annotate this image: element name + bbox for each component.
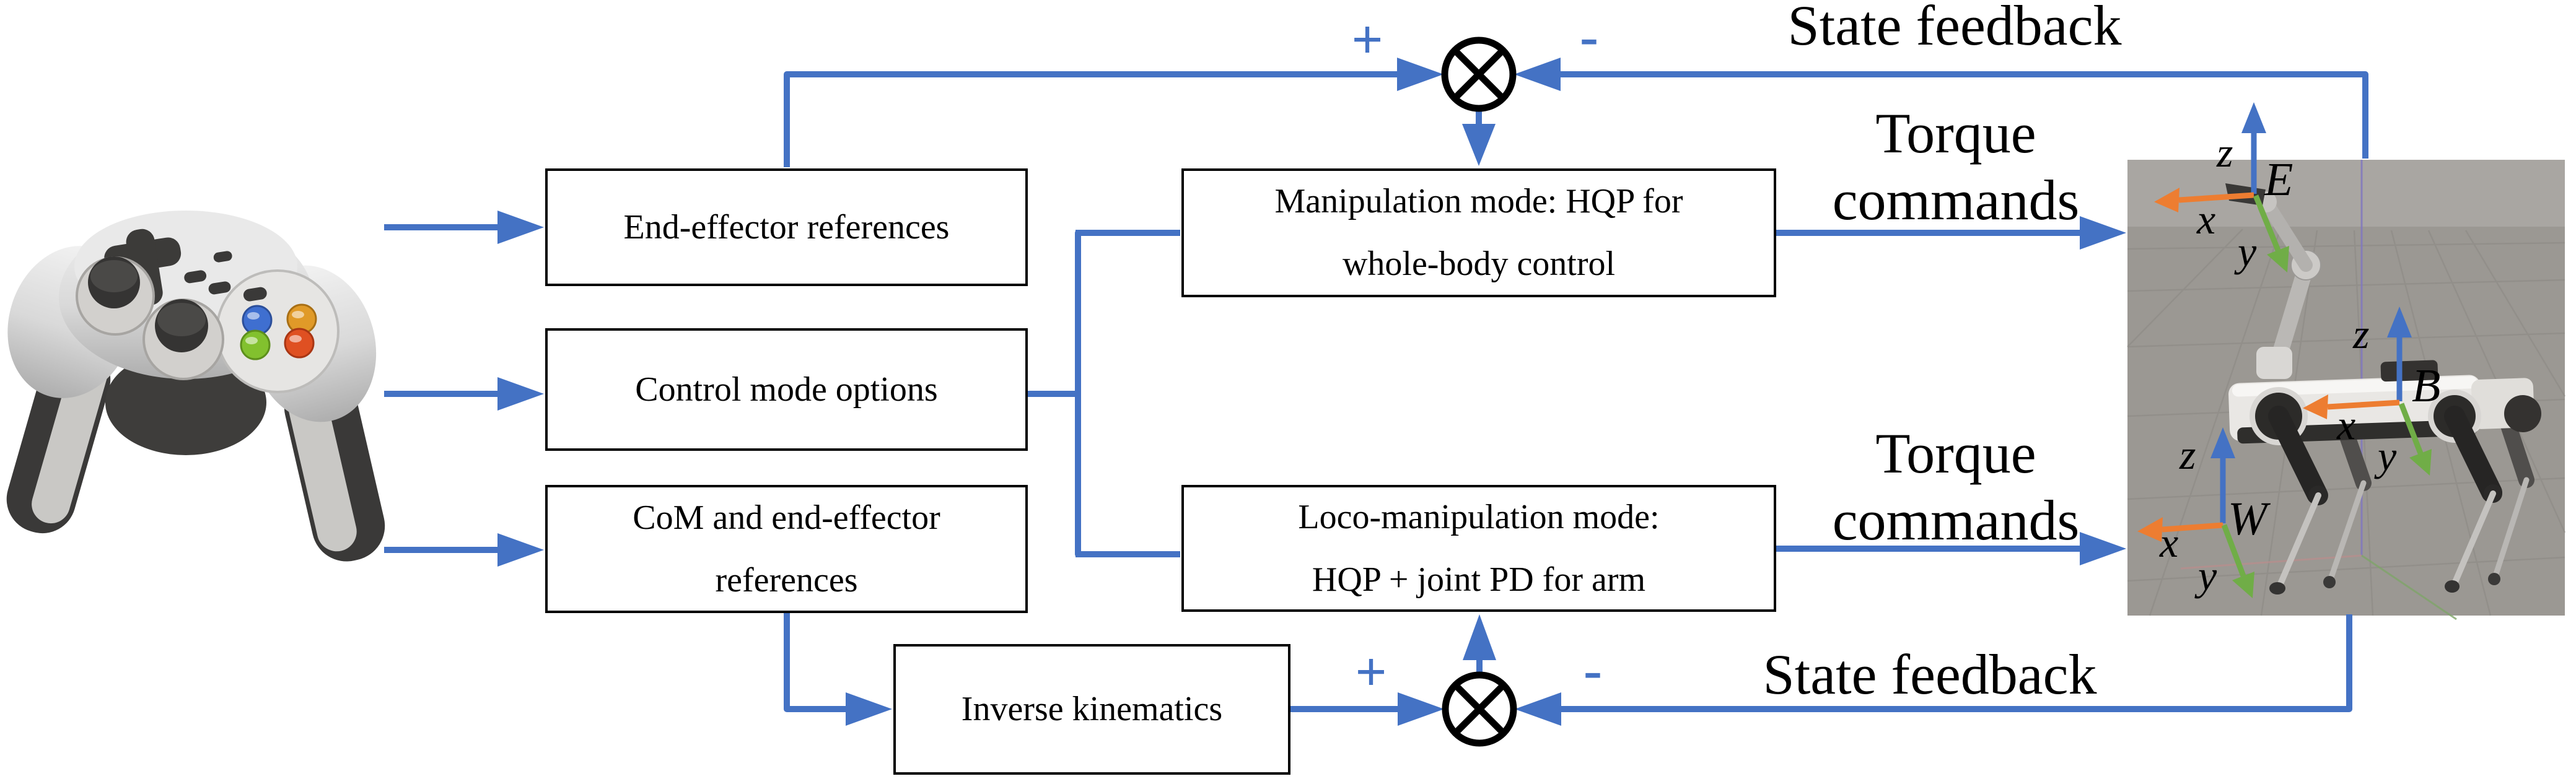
box-end-effector-references-label: End-effector references (623, 207, 950, 246)
frame-W-axes (2137, 427, 2254, 598)
frame-W-z-label: z (2180, 431, 2196, 478)
robot-sim-image (2127, 102, 2566, 621)
box-control-mode-options-label: Control mode options (635, 370, 938, 409)
frame-B-x-label: x (2337, 401, 2356, 448)
frame-B-label: B (2412, 360, 2441, 412)
sim-ground-axis-green (2361, 554, 2457, 621)
frame-B-z-label: z (2353, 310, 2370, 357)
flow-arrowheads (497, 58, 2126, 726)
frame-E-axes (2154, 102, 2289, 272)
flow-lines (384, 71, 2368, 712)
state-feedback-bottom-label: State feedback (1763, 643, 2097, 706)
box-inverse-kinematics: Inverse kinematics (893, 644, 1290, 775)
frame-W-y-label: y (2198, 552, 2217, 599)
frame-E-y-label: y (2238, 228, 2257, 275)
box-control-mode-options: Control mode options (545, 328, 1028, 451)
minus-sign-bottom: - (1584, 640, 1602, 701)
robot-illustration (2225, 183, 2541, 595)
plus-sign-bottom: + (1355, 642, 1387, 703)
frame-E-z-label: z (2217, 129, 2233, 176)
plus-sign-top: + (1351, 9, 1383, 71)
box-end-effector-references: End-effector references (545, 168, 1028, 286)
frame-W-label: W (2228, 493, 2267, 545)
frame-E-x-label: x (2197, 196, 2216, 243)
minus-sign-top: - (1580, 6, 1598, 68)
box-inverse-kinematics-label: Inverse kinematics (961, 690, 1223, 729)
summing-junction-bottom (1442, 671, 1517, 747)
frame-W-x-label: x (2160, 519, 2179, 566)
summing-junction-top (1441, 37, 1517, 112)
state-feedback-top-label: State feedback (1787, 0, 2122, 57)
frame-E-label: E (2264, 154, 2293, 206)
frame-B-y-label: y (2378, 432, 2397, 479)
frame-B-axes (2303, 307, 2432, 476)
sim-ground-axis-red (2180, 554, 2362, 570)
gamepad-action-buttons (240, 303, 317, 360)
box-loco-manipulation-mode: Loco-manipulation mode:HQP + joint PD fo… (1181, 485, 1776, 612)
box-loco-manipulation-mode-label: Loco-manipulation mode:HQP + joint PD fo… (1298, 497, 1660, 599)
gamepad-image (6, 211, 385, 562)
